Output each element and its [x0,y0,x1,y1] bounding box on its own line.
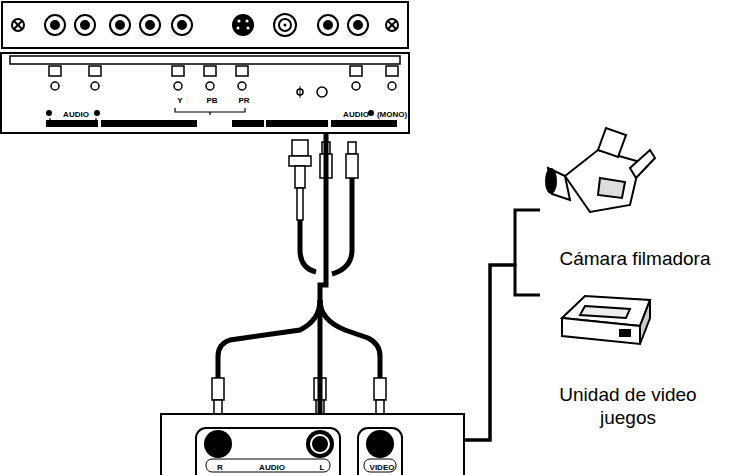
tv-jack-panel: AUDIO Y PB PR AUDIO (MONO) [0,52,410,134]
camcorder-device: Cámara filmadora [540,128,730,273]
source-device-panel: R AUDIO L VIDEO [160,413,465,475]
game-console-device: Unidad de video juegos [540,282,730,432]
jack-label: (MONO) [377,111,407,119]
jack-label: PB [206,97,217,105]
connection-line [465,210,540,440]
device-caption: Cámara filmadora [560,247,711,270]
jack-label: PR [238,97,249,105]
jack-label: Y [177,97,182,105]
jack-label: VIDEO [370,464,395,472]
jack-label: AUDIO [259,464,285,472]
jack-label: AUDIO [343,111,369,119]
av-cable [320,134,326,413]
jack-label: R [217,464,223,472]
device-caption: Unidad de video juegos [548,383,708,429]
jack-label: AUDIO [63,111,89,119]
connection-line [465,265,540,440]
jack-label: L [320,464,325,472]
